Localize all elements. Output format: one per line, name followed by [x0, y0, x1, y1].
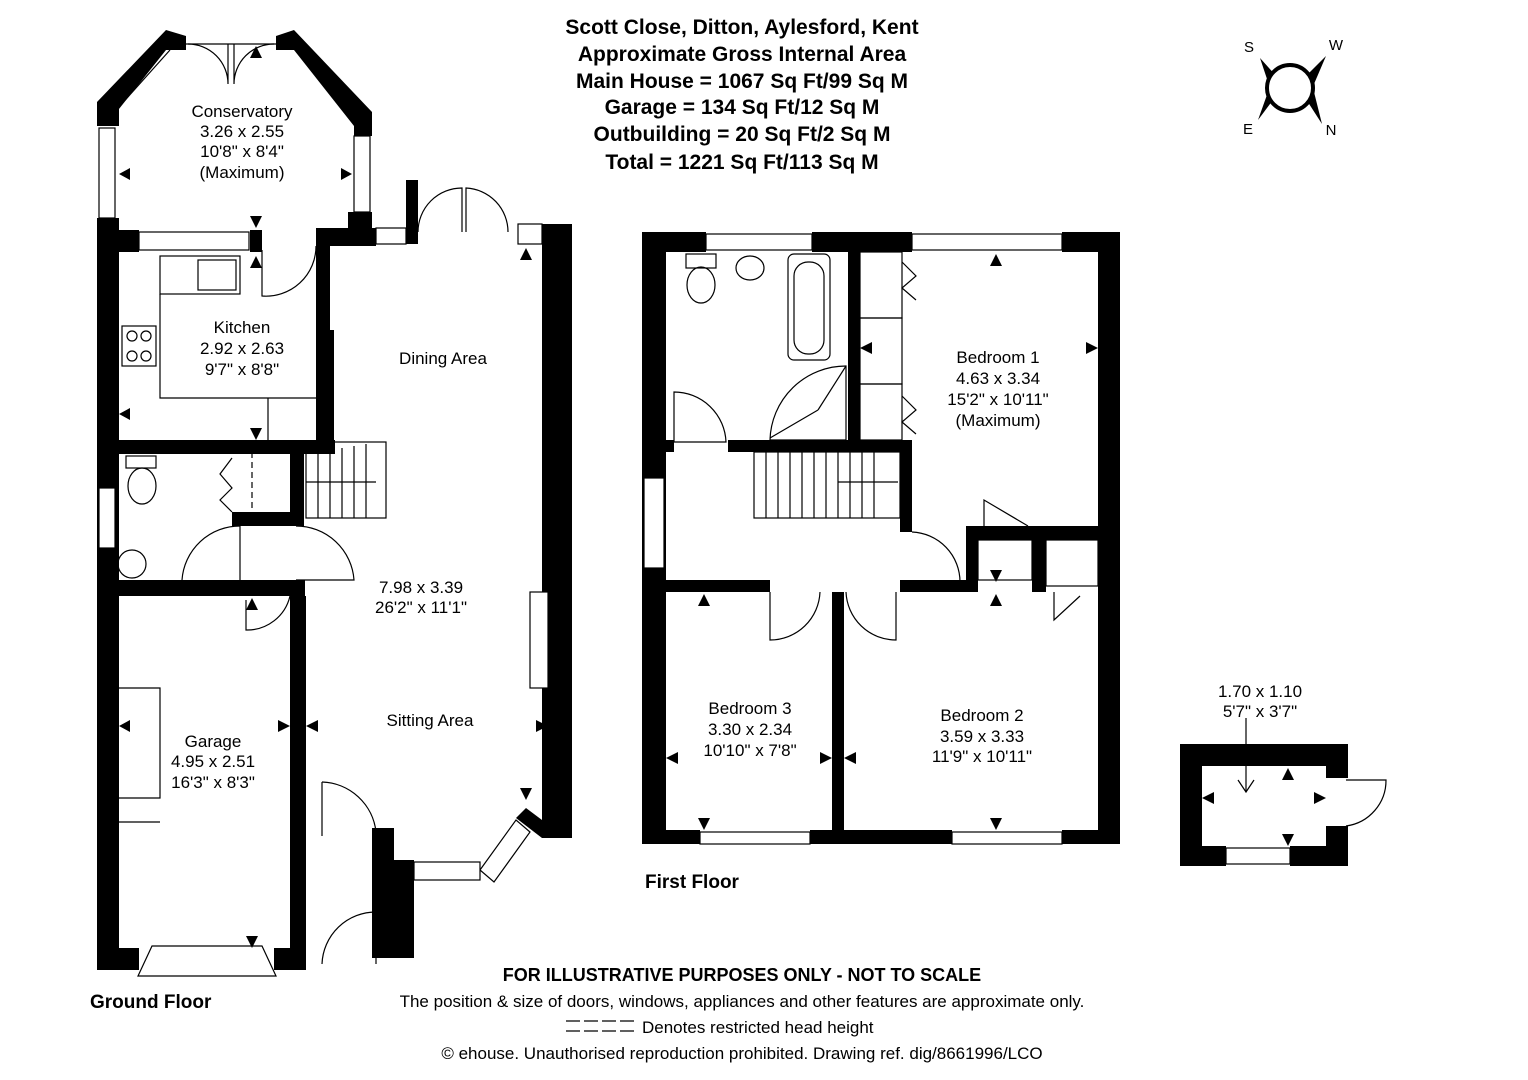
sitting-area-name: Sitting Area	[387, 711, 474, 730]
bedroom2-metric: 3.59 x 3.33	[940, 727, 1024, 746]
bedroom1-metric: 4.63 x 3.34	[956, 369, 1040, 388]
conservatory-metric: 3.26 x 2.55	[200, 122, 284, 141]
header-block: Scott Close, Ditton, Aylesford, Kent App…	[565, 16, 918, 174]
bedroom3-metric: 3.30 x 2.34	[708, 720, 792, 739]
bedroom1-note: (Maximum)	[956, 411, 1041, 430]
disclaimer-line2: Denotes restricted head height	[642, 1018, 874, 1037]
bedroom1-name: Bedroom 1	[956, 348, 1039, 367]
outbuilding-metric: 1.70 x 1.10	[1218, 682, 1302, 701]
disclaimer-line1: The position & size of doors, windows, a…	[400, 992, 1085, 1011]
dining-area-name: Dining Area	[399, 349, 487, 368]
compass-e: E	[1243, 121, 1253, 138]
ground-floor-label: Ground Floor	[90, 992, 212, 1013]
outbuilding-plan	[1180, 718, 1387, 866]
area-title: Approximate Gross Internal Area	[578, 43, 907, 66]
garage-name: Garage	[185, 732, 242, 751]
restricted-height-icon	[566, 1020, 636, 1032]
outbuilding-area: Outbuilding = 20 Sq Ft/2 Sq M	[594, 123, 891, 146]
garage-area: Garage = 134 Sq Ft/12 Sq M	[605, 96, 880, 119]
total-area: Total = 1221 Sq Ft/113 Sq M	[605, 151, 878, 174]
disclaimer-line3: © ehouse. Unauthorised reproduction proh…	[441, 1044, 1042, 1063]
conservatory-note: (Maximum)	[200, 163, 285, 182]
bedroom3-imperial: 10'10" x 7'8"	[703, 741, 796, 760]
compass-n: N	[1326, 122, 1337, 139]
garage-metric: 4.95 x 2.51	[171, 752, 255, 771]
disclaimer-title: FOR ILLUSTRATIVE PURPOSES ONLY - NOT TO …	[503, 965, 981, 985]
outbuilding-imperial: 5'7" x 3'7"	[1223, 702, 1297, 721]
bedroom2-name: Bedroom 2	[940, 706, 1023, 725]
compass-s: S	[1244, 39, 1254, 56]
bedroom3-name: Bedroom 3	[708, 699, 791, 718]
kitchen-imperial: 9'7" x 8'8"	[205, 360, 279, 379]
ground-floor-plan	[97, 30, 572, 977]
main-house-area: Main House = 1067 Sq Ft/99 Sq M	[576, 70, 908, 93]
bedroom2-imperial: 11'9" x 10'11"	[932, 747, 1032, 766]
living-metric: 7.98 x 3.39	[379, 578, 463, 597]
conservatory-imperial: 10'8" x 8'4"	[200, 142, 284, 161]
garage-imperial: 16'3" x 8'3"	[171, 773, 255, 792]
living-imperial: 26'2" x 11'1"	[375, 598, 467, 617]
compass-w: W	[1329, 37, 1344, 54]
kitchen-metric: 2.92 x 2.63	[200, 339, 284, 358]
kitchen-name: Kitchen	[214, 318, 271, 337]
bedroom1-imperial: 15'2" x 10'11"	[947, 390, 1048, 409]
compass-icon: S W E N	[1243, 37, 1344, 139]
address-title: Scott Close, Ditton, Aylesford, Kent	[565, 16, 918, 39]
first-floor-plan	[642, 232, 1120, 845]
first-floor-label: First Floor	[645, 872, 740, 893]
conservatory-name: Conservatory	[191, 102, 293, 121]
